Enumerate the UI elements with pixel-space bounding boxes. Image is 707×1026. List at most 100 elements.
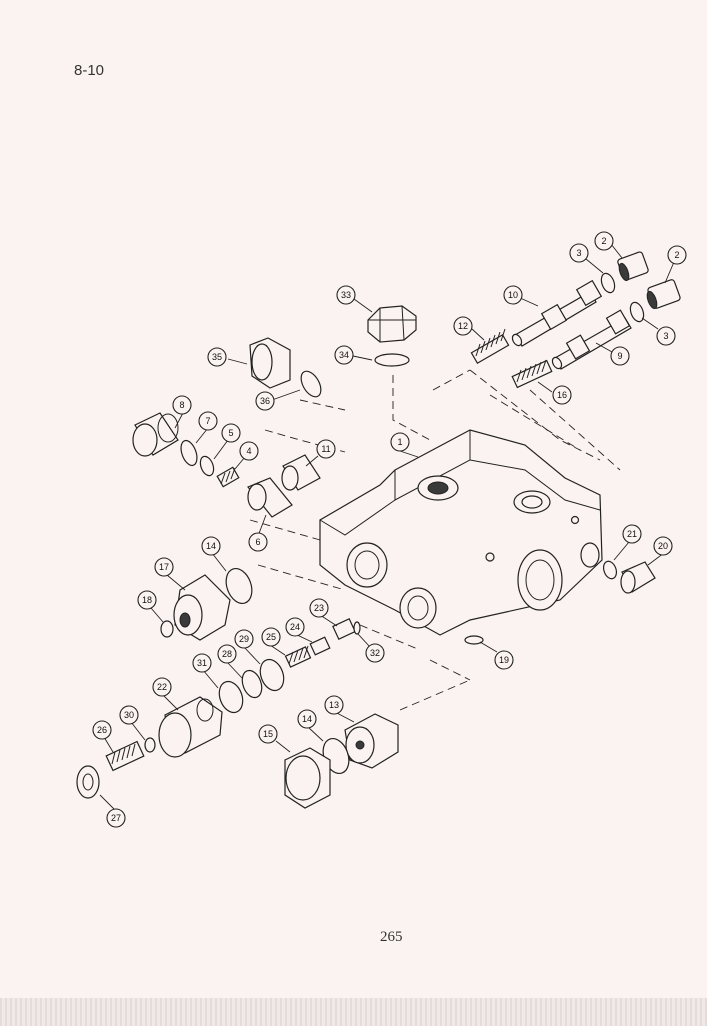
section-number: 8-10 xyxy=(74,62,105,79)
svg-text:20: 20 xyxy=(658,541,668,551)
plug-15 xyxy=(284,747,331,809)
callout-27: 27 xyxy=(106,808,126,828)
callout-4: 4 xyxy=(239,441,259,461)
svg-text:7: 7 xyxy=(205,416,210,426)
callout-35: 35 xyxy=(207,347,227,367)
relief-valve-17 xyxy=(173,574,231,641)
washer-7 xyxy=(180,439,198,467)
plug-20 xyxy=(620,561,656,594)
callout-30: 30 xyxy=(119,705,139,725)
callout-12: 12 xyxy=(453,316,473,336)
callout-10: 10 xyxy=(503,285,523,305)
piston-6 xyxy=(247,477,293,518)
housing-22 xyxy=(158,696,223,758)
plug-2-upper xyxy=(617,251,649,282)
poppet-23 xyxy=(332,618,356,640)
svg-text:19: 19 xyxy=(499,655,509,665)
svg-text:24: 24 xyxy=(290,622,300,632)
svg-text:28: 28 xyxy=(222,649,232,659)
o-ring-3-lower xyxy=(629,301,645,323)
spool-9 xyxy=(551,309,632,370)
svg-text:15: 15 xyxy=(263,729,273,739)
callout-19: 19 xyxy=(494,650,514,670)
svg-text:26: 26 xyxy=(97,725,107,735)
svg-text:27: 27 xyxy=(111,813,121,823)
callout-21: 21 xyxy=(622,524,642,544)
ring-28 xyxy=(241,669,263,699)
callout-9: 9 xyxy=(610,346,630,366)
page-number: 265 xyxy=(380,929,403,945)
svg-text:3: 3 xyxy=(663,331,668,341)
spring-16 xyxy=(511,359,553,389)
svg-text:17: 17 xyxy=(159,562,169,572)
callout-24: 24 xyxy=(285,617,305,637)
svg-text:18: 18 xyxy=(142,595,152,605)
callout-25: 25 xyxy=(261,627,281,647)
svg-text:35: 35 xyxy=(212,352,222,362)
callout-3-upper: 3 xyxy=(569,243,589,263)
callout-16: 16 xyxy=(552,385,572,405)
svg-text:1: 1 xyxy=(397,437,402,447)
screw-26 xyxy=(105,740,145,772)
callout-5: 5 xyxy=(221,423,241,443)
svg-text:2: 2 xyxy=(674,250,679,260)
ring-19 xyxy=(464,635,484,645)
svg-text:3: 3 xyxy=(576,248,581,258)
svg-text:21: 21 xyxy=(627,529,637,539)
callout-11: 11 xyxy=(316,439,336,459)
svg-text:6: 6 xyxy=(255,537,260,547)
ring-18 xyxy=(160,620,174,638)
svg-text:14: 14 xyxy=(206,541,216,551)
pin-32 xyxy=(353,621,361,635)
svg-text:23: 23 xyxy=(314,603,324,613)
callout-31: 31 xyxy=(192,653,212,673)
ring-29 xyxy=(259,658,285,692)
plug-33 xyxy=(367,305,417,343)
seat-24 xyxy=(309,636,331,656)
cap-13 xyxy=(344,713,399,769)
callout-34: 34 xyxy=(334,345,354,365)
svg-text:14: 14 xyxy=(302,714,312,724)
callout-13: 13 xyxy=(324,695,344,715)
callout-29: 29 xyxy=(234,629,254,649)
spring-25 xyxy=(284,645,312,668)
poppet-11 xyxy=(281,454,321,491)
svg-text:13: 13 xyxy=(329,700,339,710)
callout-33: 33 xyxy=(336,285,356,305)
ring-31 xyxy=(218,680,244,714)
svg-text:8: 8 xyxy=(179,400,184,410)
callout-17: 17 xyxy=(154,557,174,577)
callout-7: 7 xyxy=(198,411,218,431)
callout-2-lower: 2 xyxy=(667,245,687,265)
nut-27 xyxy=(76,765,100,799)
callout-18: 18 xyxy=(137,590,157,610)
plug-2-lower xyxy=(646,279,681,310)
callout-23: 23 xyxy=(309,598,329,618)
callout-20: 20 xyxy=(653,536,673,556)
svg-text:31: 31 xyxy=(197,658,207,668)
valve-body xyxy=(319,429,603,636)
sleeve-8 xyxy=(132,412,179,457)
svg-text:10: 10 xyxy=(508,290,518,300)
callout-3-lower: 3 xyxy=(656,326,676,346)
svg-text:34: 34 xyxy=(339,350,349,360)
svg-text:9: 9 xyxy=(617,351,622,361)
cap-35 xyxy=(249,337,291,389)
callout-32: 32 xyxy=(365,643,385,663)
svg-text:36: 36 xyxy=(260,396,270,406)
o-ring-14-upper xyxy=(225,567,253,605)
callout-2-upper: 2 xyxy=(594,231,614,251)
callout-14-upper: 14 xyxy=(201,536,221,556)
svg-text:33: 33 xyxy=(341,290,351,300)
svg-text:5: 5 xyxy=(228,428,233,438)
o-ring-34 xyxy=(374,353,410,367)
callout-6: 6 xyxy=(248,532,268,552)
svg-text:32: 32 xyxy=(370,648,380,658)
spool-10 xyxy=(511,279,603,347)
svg-text:22: 22 xyxy=(157,682,167,692)
ring-30 xyxy=(144,737,156,753)
o-ring-21 xyxy=(602,560,618,580)
svg-text:4: 4 xyxy=(246,446,251,456)
svg-text:12: 12 xyxy=(458,321,468,331)
svg-text:2: 2 xyxy=(601,236,606,246)
